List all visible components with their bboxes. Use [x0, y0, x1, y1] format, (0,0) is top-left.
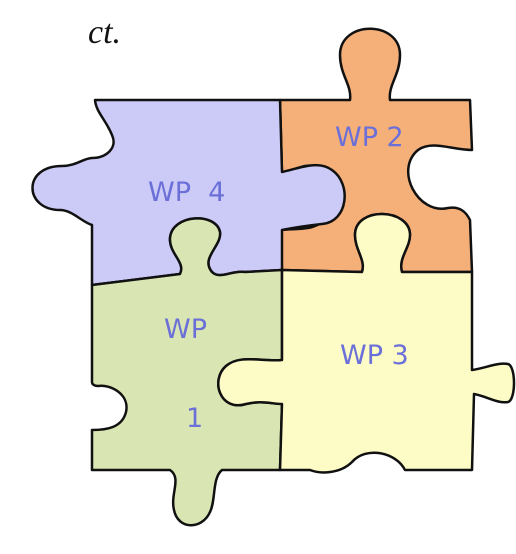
- wp1-label-line2: 1: [186, 403, 203, 434]
- wp2-label: WP 2: [335, 122, 404, 153]
- cut-off-text-fragment: ct.: [88, 14, 122, 51]
- wp1-label-line1: WP: [164, 314, 207, 345]
- wp4-label: WP 4: [148, 177, 225, 208]
- puzzle-piece-wp3: [217, 212, 516, 474]
- wp3-label: WP 3: [340, 340, 409, 371]
